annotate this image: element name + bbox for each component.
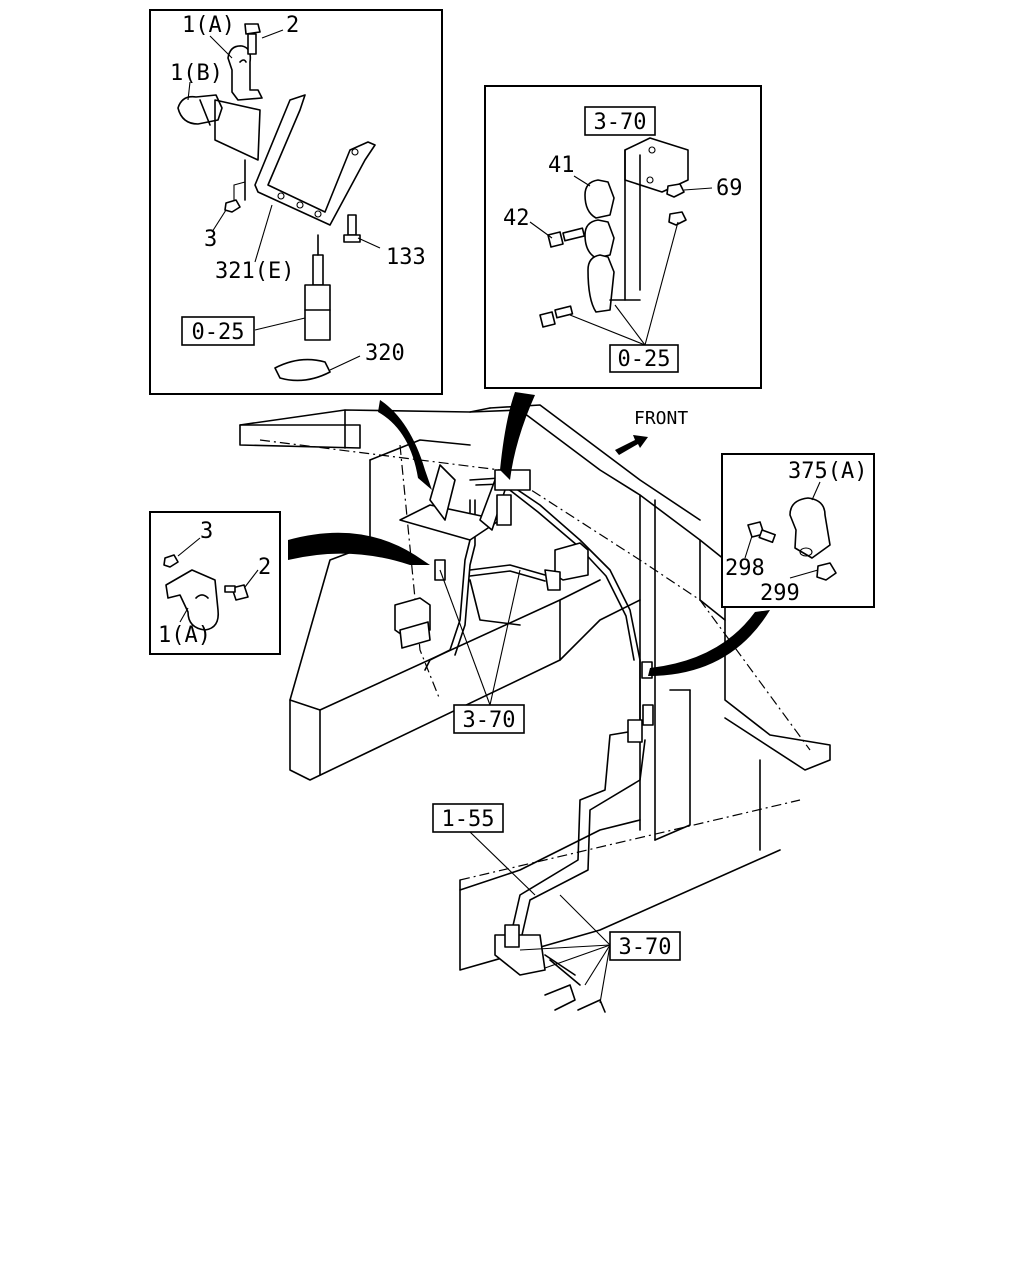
ref-box-0-25-top-right: 0-25 [609, 344, 679, 373]
label-298: 298 [725, 556, 765, 581]
svg-text:3-70: 3-70 [463, 708, 516, 733]
panel-mid-right [721, 453, 875, 608]
svg-text:0-25: 0-25 [192, 320, 245, 345]
relay-valve-right [544, 542, 589, 591]
pipe-fittings [627, 661, 654, 743]
label-69: 69 [716, 176, 743, 201]
panel-mid-left [149, 511, 281, 655]
ref-box-0-25-top-left: 0-25 [181, 316, 255, 346]
label-320: 320 [365, 341, 405, 366]
svg-text:3-70: 3-70 [619, 935, 672, 960]
label-41: 41 [548, 153, 575, 178]
label-299: 299 [760, 581, 800, 606]
svg-text:0-25: 0-25 [618, 347, 671, 372]
ref-box-3-70-bottom: 3-70 [609, 931, 681, 961]
label-375a: 375(A) [788, 459, 867, 484]
bracket-assembly [399, 464, 531, 581]
label-2-mid: 2 [258, 555, 271, 580]
ref-box-3-70-main: 3-70 [453, 704, 525, 734]
ref-box-3-70-top-right: 3-70 [584, 106, 656, 136]
label-321e: 321(E) [215, 259, 294, 284]
front-label: FRONT [634, 408, 688, 429]
valve-bottom [494, 924, 606, 1013]
relay-valve-left [394, 597, 431, 649]
label-1a-mid: 1(A) [158, 623, 211, 648]
panel-top-right [484, 85, 762, 389]
label-42: 42 [503, 206, 530, 231]
callout-arrows [288, 392, 770, 676]
label-1b: 1(B) [170, 61, 223, 86]
label-3-mid: 3 [200, 519, 213, 544]
leader-lines [177, 29, 821, 1004]
ref-box-1-55: 1-55 [432, 803, 504, 833]
label-1a-top: 1(A) [182, 13, 235, 38]
label-3-top: 3 [204, 227, 217, 252]
svg-text:3-70: 3-70 [594, 110, 647, 135]
svg-text:1-55: 1-55 [442, 807, 495, 832]
label-2-top: 2 [286, 13, 299, 38]
label-133: 133 [386, 245, 426, 270]
